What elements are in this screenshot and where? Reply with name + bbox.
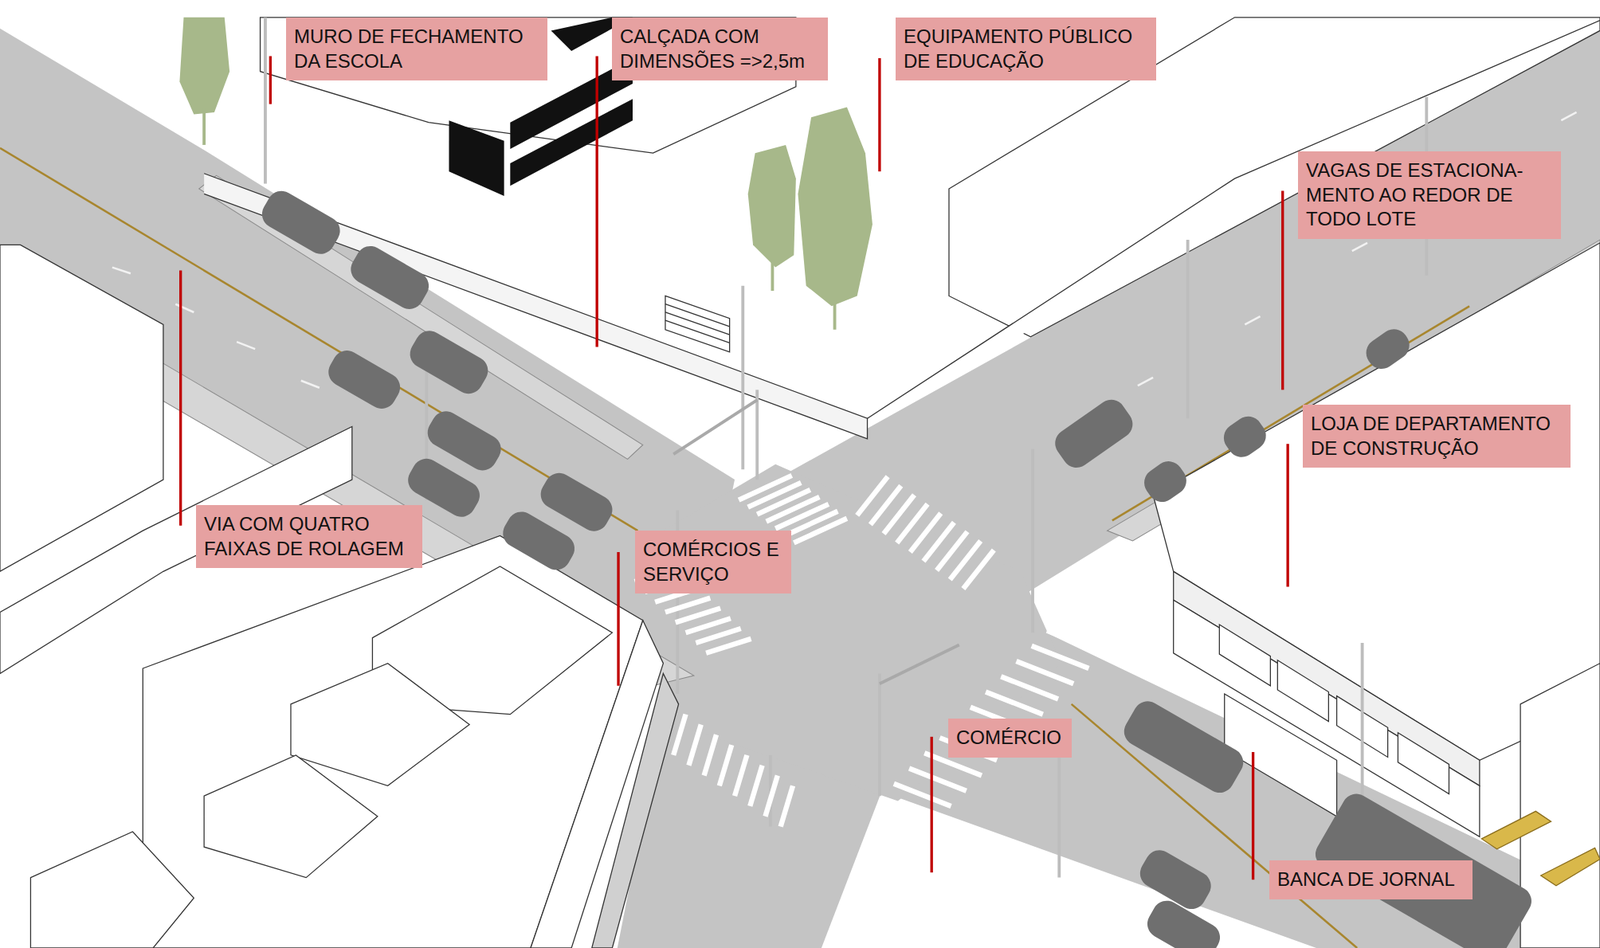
crosswalk-stripe — [764, 776, 777, 817]
callout-box: COMÉRCIOS E SERVIÇO — [635, 530, 792, 594]
callout-box: VAGAS DE ESTACIONA- MENTO AO REDOR DE TO… — [1298, 151, 1561, 240]
crosswalk-stripe — [719, 745, 732, 786]
crosswalk-stripe — [665, 598, 710, 613]
crosswalk-stripe — [749, 765, 762, 807]
callout-box: CALÇADA COM DIMENSÕES =>2,5m — [611, 17, 828, 81]
crosswalk-stripe — [784, 511, 839, 537]
callout-box: MURO DE FECHAMENTO DA ESCOLA — [286, 17, 548, 81]
callout-text: COMÉRCIO — [956, 725, 1066, 751]
crosswalk-stripe — [1031, 646, 1090, 669]
car — [1360, 323, 1416, 375]
car — [256, 185, 346, 259]
crosswalk-stripe — [793, 518, 848, 544]
car — [1218, 411, 1272, 463]
crosswalk-stripe — [688, 724, 701, 765]
crosswalk-stripe — [985, 691, 1044, 714]
crosswalk-stripe — [1015, 661, 1074, 684]
callout-box: EQUIPAMENTO PÚBLICO DE EDUCAÇÃO — [895, 17, 1157, 81]
callout-box: BANCA DE JORNAL — [1269, 860, 1473, 900]
crosswalk-stripe — [748, 482, 802, 508]
car — [404, 325, 494, 400]
crosswalk-stripe — [1047, 631, 1105, 654]
crosswalk-stripe — [686, 618, 731, 633]
car — [345, 240, 435, 314]
crosswalk-stripe — [704, 734, 717, 776]
callout-text: EQUIPAMENTO PÚBLICO DE EDUCAÇÃO — [903, 24, 1150, 74]
crosswalk-stripe — [673, 714, 686, 756]
crosswalk-stripe — [909, 768, 967, 792]
crosswalk-stripe — [675, 607, 721, 623]
crosswalk-stripe — [775, 504, 829, 530]
cars — [256, 185, 1537, 948]
crosswalk-stripe — [756, 490, 811, 515]
crosswalk-stripe — [734, 755, 747, 797]
pole — [265, 17, 1427, 879]
crosswalk-stripe — [695, 628, 741, 644]
callout-text: CALÇADA COM DIMENSÕES =>2,5m — [619, 24, 822, 74]
crosswalk-stripe — [766, 497, 820, 522]
car — [1118, 696, 1249, 799]
callout-text: MURO DE FECHAMENTO DA ESCOLA — [294, 24, 542, 74]
callout-text: LOJA DE DEPARTAMENTO DE CONSTRUÇÃO — [1310, 411, 1565, 461]
leader-line — [180, 55, 1288, 880]
car — [498, 506, 581, 576]
callout-text: VIA COM QUATRO FAIXAS DE ROLAGEM — [203, 512, 416, 561]
crosswalk-stripe — [1000, 676, 1059, 699]
tree-trunk — [203, 106, 835, 330]
car — [1138, 455, 1193, 508]
building — [0, 244, 679, 948]
callout-box: VIA COM QUATRO FAIXAS DE ROLAGEM — [196, 505, 423, 569]
callout-box: LOJA DE DEPARTAMENTO DE CONSTRUÇÃO — [1302, 404, 1571, 468]
callout-text: VAGAS DE ESTACIONA- MENTO AO REDOR DE TO… — [1305, 158, 1555, 232]
car — [323, 345, 406, 414]
car — [1049, 394, 1138, 474]
callout-text: COMÉRCIOS E SERVIÇO — [643, 537, 785, 587]
crosswalk-stripe — [705, 639, 751, 654]
callout-text: BANCA DE JORNAL — [1277, 867, 1467, 893]
garage-door — [665, 295, 730, 352]
crosswalk-stripe — [738, 475, 793, 501]
callout-box: COMÉRCIO — [948, 718, 1072, 758]
tree — [179, 17, 873, 307]
car — [1141, 895, 1225, 948]
crosswalk-stripe — [963, 549, 994, 589]
crosswalk-stripe — [894, 784, 952, 807]
crosswalk — [635, 475, 1105, 828]
crosswalk-stripe — [780, 785, 793, 827]
